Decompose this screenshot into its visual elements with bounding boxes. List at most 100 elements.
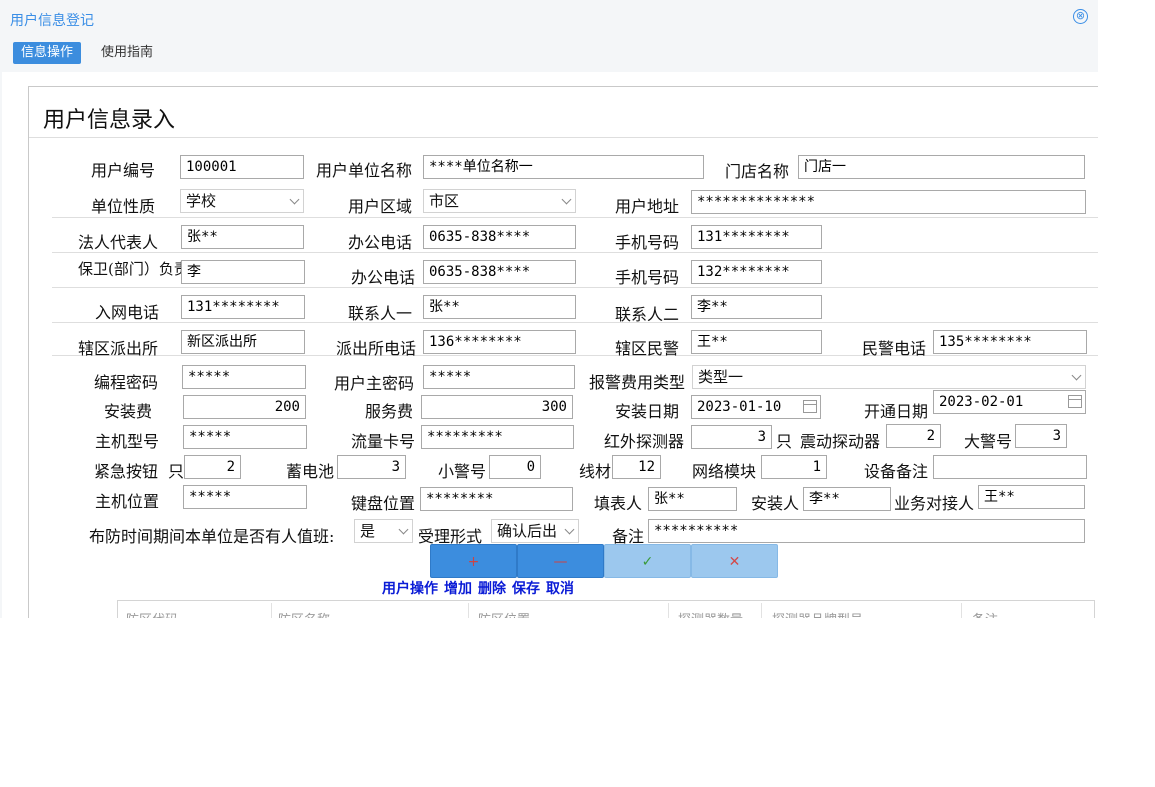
station-phone-field[interactable]: 136******** bbox=[423, 330, 576, 354]
store-name-field[interactable]: 门店一 bbox=[798, 155, 1085, 179]
address-field[interactable]: ************** bbox=[691, 190, 1086, 214]
remark-field[interactable]: ********** bbox=[648, 519, 1085, 543]
accept-mode-value: 确认后出 bbox=[497, 522, 558, 540]
divider bbox=[52, 322, 1098, 323]
legal-rep-label: 法人代表人 bbox=[78, 233, 159, 252]
program-pwd-label: 编程密码 bbox=[94, 373, 159, 392]
column-header[interactable]: 探测器品牌型号 bbox=[772, 609, 863, 618]
ops-label-add[interactable]: 增加 bbox=[444, 581, 472, 597]
remark-label: 备注 bbox=[612, 527, 645, 546]
network-module-field[interactable]: 1 bbox=[761, 455, 827, 479]
user-no-label: 用户编号 bbox=[91, 161, 156, 180]
filled-by-label: 填表人 bbox=[594, 494, 643, 513]
alarm-fee-type-select[interactable]: 类型一 bbox=[692, 365, 1086, 389]
net-phone-label: 入网电话 bbox=[95, 303, 160, 322]
wire-label: 线材 bbox=[579, 462, 612, 481]
small-siren-field[interactable]: 0 bbox=[489, 455, 541, 479]
install-fee-field[interactable]: 200 bbox=[183, 395, 306, 419]
accept-mode-select[interactable]: 确认后出 bbox=[491, 519, 579, 543]
mobile2-field[interactable]: 132******** bbox=[691, 260, 822, 284]
device-note-label: 设备备注 bbox=[864, 462, 929, 481]
check-icon: ✓ bbox=[641, 554, 654, 570]
ops-label-delete[interactable]: 删除 bbox=[478, 581, 506, 597]
vibration-detector-label: 震动探动器 bbox=[800, 432, 881, 451]
column-divider bbox=[668, 603, 669, 618]
net-phone-field[interactable]: 131******** bbox=[181, 295, 305, 319]
install-date-value: 2023-01-10 bbox=[697, 399, 782, 415]
ir-detector-field[interactable]: 3 bbox=[691, 425, 772, 449]
ir-detector-unit: 只 bbox=[776, 432, 793, 451]
chevron-down-icon bbox=[398, 524, 409, 535]
save-button[interactable]: ✓ bbox=[604, 544, 691, 578]
column-header[interactable]: 备注 bbox=[972, 609, 998, 618]
on-duty-select[interactable]: 是 bbox=[354, 519, 413, 543]
store-name-label: 门店名称 bbox=[725, 162, 790, 181]
column-header[interactable]: 防区代码 bbox=[126, 609, 178, 618]
ops-label-save[interactable]: 保存 bbox=[512, 581, 540, 597]
big-siren-label: 大警号 bbox=[964, 432, 1013, 451]
unit-name-field[interactable]: ****单位名称一 bbox=[423, 155, 704, 179]
mobile1-field[interactable]: 131******** bbox=[691, 225, 822, 249]
host-model-field[interactable]: ***** bbox=[183, 425, 307, 449]
office-phone1-field[interactable]: 0635-838**** bbox=[423, 225, 576, 249]
wire-field[interactable]: 12 bbox=[612, 455, 661, 479]
operation-labels: 用户操作增加删除保存取消 bbox=[382, 578, 580, 598]
panic-button-unit: 只 bbox=[168, 462, 185, 481]
big-siren-field[interactable]: 3 bbox=[1015, 424, 1067, 448]
add-button[interactable]: + bbox=[430, 544, 517, 578]
divider bbox=[29, 137, 1098, 138]
business-contact-field[interactable]: 王** bbox=[978, 485, 1085, 509]
office-phone2-field[interactable]: 0635-838**** bbox=[423, 260, 576, 284]
column-divider bbox=[761, 603, 762, 618]
legal-rep-field[interactable]: 张** bbox=[181, 225, 304, 249]
unit-type-select[interactable]: 学校 bbox=[180, 189, 304, 213]
police-officer-field[interactable]: 王** bbox=[691, 330, 822, 354]
accept-mode-label: 受理形式 bbox=[418, 527, 483, 546]
chevron-down-icon bbox=[289, 194, 300, 205]
delete-button[interactable]: — bbox=[517, 544, 604, 578]
master-pwd-field[interactable]: ***** bbox=[423, 365, 575, 389]
vibration-detector-field[interactable]: 2 bbox=[886, 424, 941, 448]
service-fee-field[interactable]: 300 bbox=[421, 395, 573, 419]
officer-phone-field[interactable]: 135******** bbox=[933, 330, 1087, 354]
tab-info-operation[interactable]: 信息操作 bbox=[13, 42, 82, 64]
police-station-field[interactable]: 新区派出所 bbox=[181, 330, 305, 354]
mobile1-label: 手机号码 bbox=[615, 233, 680, 252]
column-header[interactable]: 防区名称 bbox=[278, 609, 330, 618]
area-value: 市区 bbox=[429, 192, 460, 210]
area-select[interactable]: 市区 bbox=[423, 189, 576, 213]
ops-label-cancel[interactable]: 取消 bbox=[546, 581, 574, 597]
close-icon[interactable]: ⊗ bbox=[1073, 9, 1088, 24]
user-no-field[interactable]: 100001 bbox=[180, 155, 304, 179]
contact1-field[interactable]: 张** bbox=[423, 295, 576, 319]
contact2-field[interactable]: 李** bbox=[691, 295, 822, 319]
open-date-label: 开通日期 bbox=[864, 402, 929, 421]
calendar-icon[interactable] bbox=[1068, 395, 1082, 408]
sim-card-field[interactable]: ********* bbox=[421, 425, 574, 449]
window-title: 用户信息登记 bbox=[10, 13, 94, 29]
device-note-field[interactable] bbox=[933, 455, 1087, 479]
security-head-field[interactable]: 李 bbox=[181, 260, 305, 284]
install-fee-label: 安装费 bbox=[104, 402, 153, 421]
program-pwd-field[interactable]: ***** bbox=[182, 365, 306, 389]
chevron-down-icon bbox=[561, 194, 572, 205]
tab-user-guide[interactable]: 使用指南 bbox=[101, 45, 154, 60]
cancel-button[interactable]: ✕ bbox=[691, 544, 778, 578]
battery-field[interactable]: 3 bbox=[337, 455, 406, 479]
filled-by-field[interactable]: 张** bbox=[648, 487, 737, 511]
open-date-field[interactable]: 2023-02-01 bbox=[933, 390, 1086, 414]
contact2-label: 联系人二 bbox=[615, 305, 680, 324]
host-location-field[interactable]: ***** bbox=[183, 485, 307, 509]
column-header[interactable]: 防区位置 bbox=[478, 609, 530, 618]
contact1-label: 联系人一 bbox=[348, 304, 413, 323]
column-divider bbox=[271, 603, 272, 618]
alarm-fee-type-label: 报警费用类型 bbox=[589, 373, 686, 392]
column-divider bbox=[961, 603, 962, 618]
install-date-field[interactable]: 2023-01-10 bbox=[691, 395, 821, 419]
calendar-icon[interactable] bbox=[803, 400, 817, 413]
panic-button-field[interactable]: 2 bbox=[184, 455, 241, 479]
keypad-location-field[interactable]: ******** bbox=[420, 487, 573, 511]
column-header[interactable]: 探测器数量 bbox=[678, 609, 743, 618]
panic-button-label: 紧急按钮 bbox=[94, 462, 159, 481]
installer-field[interactable]: 李** bbox=[803, 487, 891, 511]
